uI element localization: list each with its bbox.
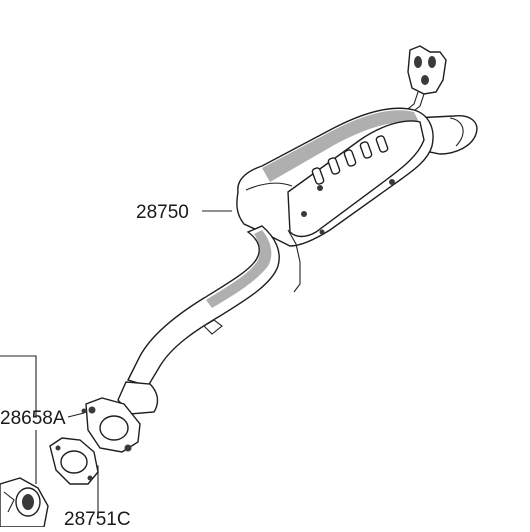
heat-shield-bolt-2 xyxy=(389,179,395,185)
muffler-top-shade xyxy=(262,110,420,182)
gasket xyxy=(49,437,99,485)
hanger-rubber xyxy=(407,45,447,95)
front-pipe-fragment xyxy=(0,477,49,528)
slot-1 xyxy=(327,157,341,175)
slot-2 xyxy=(343,149,357,167)
heat-shield-slots xyxy=(311,135,389,185)
heat-shield-bolt-3 xyxy=(301,211,307,217)
tail-pipe-rim xyxy=(449,117,464,147)
label-28750: 28750 xyxy=(136,202,189,223)
muffler xyxy=(236,107,434,293)
leader-lines xyxy=(0,210,232,512)
hanger-hole-bottom xyxy=(421,75,429,85)
front-pipe-inner xyxy=(22,494,34,510)
front-pipe-detail xyxy=(3,491,15,513)
pipe-body xyxy=(127,225,280,387)
leader-bracket-28658A xyxy=(0,355,37,418)
pipe-shade xyxy=(206,230,272,308)
slot-5 xyxy=(311,167,325,185)
flange-stud xyxy=(81,408,87,414)
muffler-seam xyxy=(245,182,293,191)
muffler-bracket xyxy=(287,229,301,293)
slot-3 xyxy=(359,141,373,159)
hanger-hole-right xyxy=(428,56,436,68)
gasket-bolt-hole-1 xyxy=(55,445,61,451)
pipe-clip xyxy=(203,319,223,335)
flange-bolt-hole-1 xyxy=(88,406,96,414)
part-labels: 28750 28658A 28751C xyxy=(0,202,189,530)
gasket-hole xyxy=(60,450,88,474)
front-flange xyxy=(81,397,141,453)
hanger-hole-left xyxy=(414,56,422,68)
label-28751C: 28751C xyxy=(64,509,131,527)
label-28658A: 28658A xyxy=(0,408,66,429)
heat-shield-bolt-1 xyxy=(317,185,323,191)
flange-opening xyxy=(99,415,129,441)
heat-shield-bolt-4 xyxy=(319,229,325,235)
gasket-bolt-hole-2 xyxy=(87,475,93,481)
slot-4 xyxy=(375,135,389,153)
pipe-flange-neck xyxy=(117,381,159,415)
heat-shield xyxy=(287,120,425,238)
flange-bolt-hole-2 xyxy=(124,444,132,452)
intermediate-pipe xyxy=(117,225,280,415)
leader-28658A xyxy=(67,412,85,418)
